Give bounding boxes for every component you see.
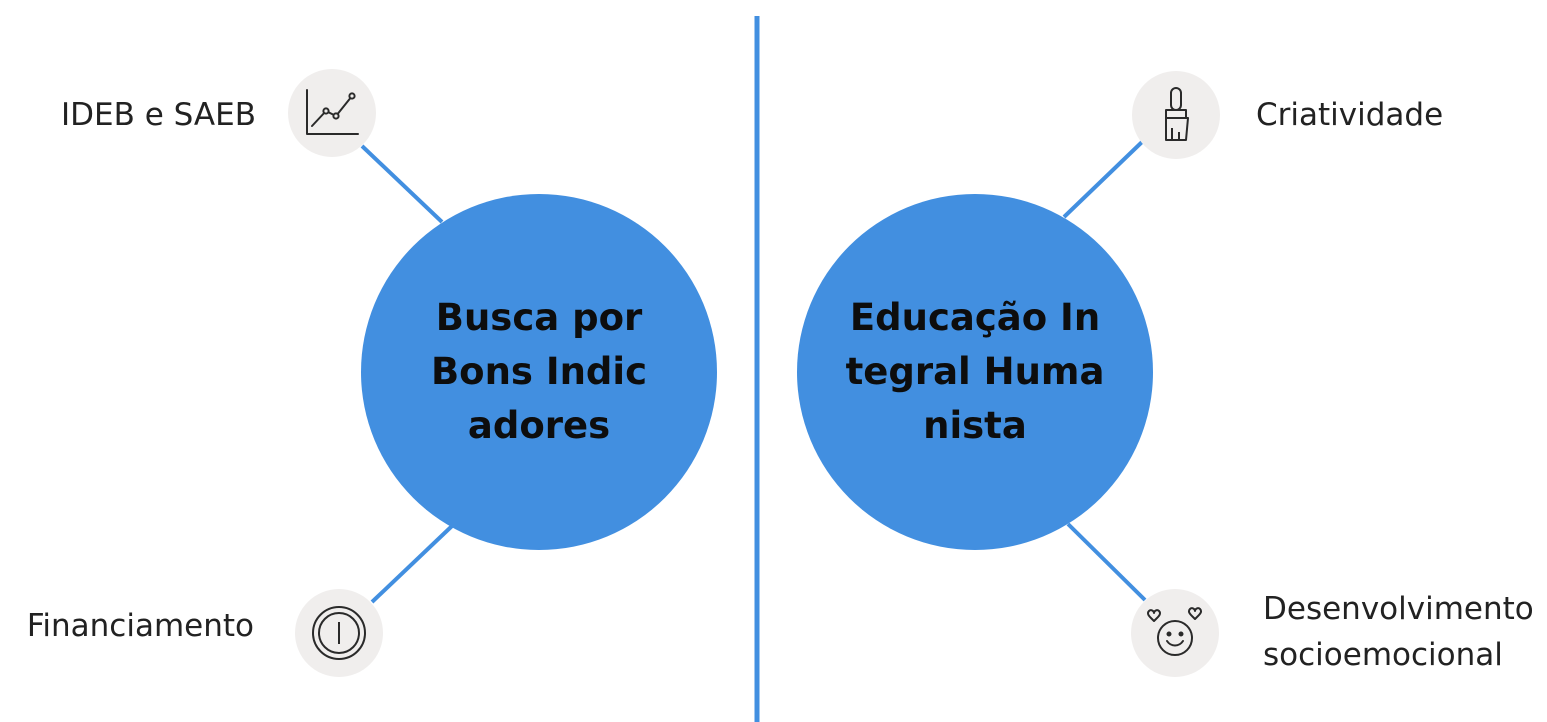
line-chart-icon — [288, 69, 376, 157]
paintbrush-icon — [1132, 71, 1220, 159]
connector-financiamento — [370, 524, 454, 604]
label-financiamento: Financiamento — [26, 608, 254, 644]
hub-educacao-integral: Educação Integral Humanista — [797, 194, 1153, 550]
label-desenvolvimento: Desenvolvimento socioemocional — [1263, 591, 1534, 673]
connector-criatividade — [1062, 140, 1144, 219]
hub-busca-indicadores: Busca por Bons Indicadores — [361, 194, 717, 550]
connector-desenvolvimento — [1066, 522, 1147, 602]
coin-icon — [295, 589, 383, 677]
label-ideb-saeb: IDEB e SAEB — [61, 97, 256, 133]
hub-title-left: Busca por Bons Indicadores — [430, 296, 648, 447]
label-criatividade: Criatividade — [1256, 97, 1444, 133]
hub-title-right: Educação Integral Humanista — [845, 296, 1105, 447]
connector-ideb — [360, 144, 444, 224]
smiley-hearts-icon — [1131, 589, 1219, 677]
